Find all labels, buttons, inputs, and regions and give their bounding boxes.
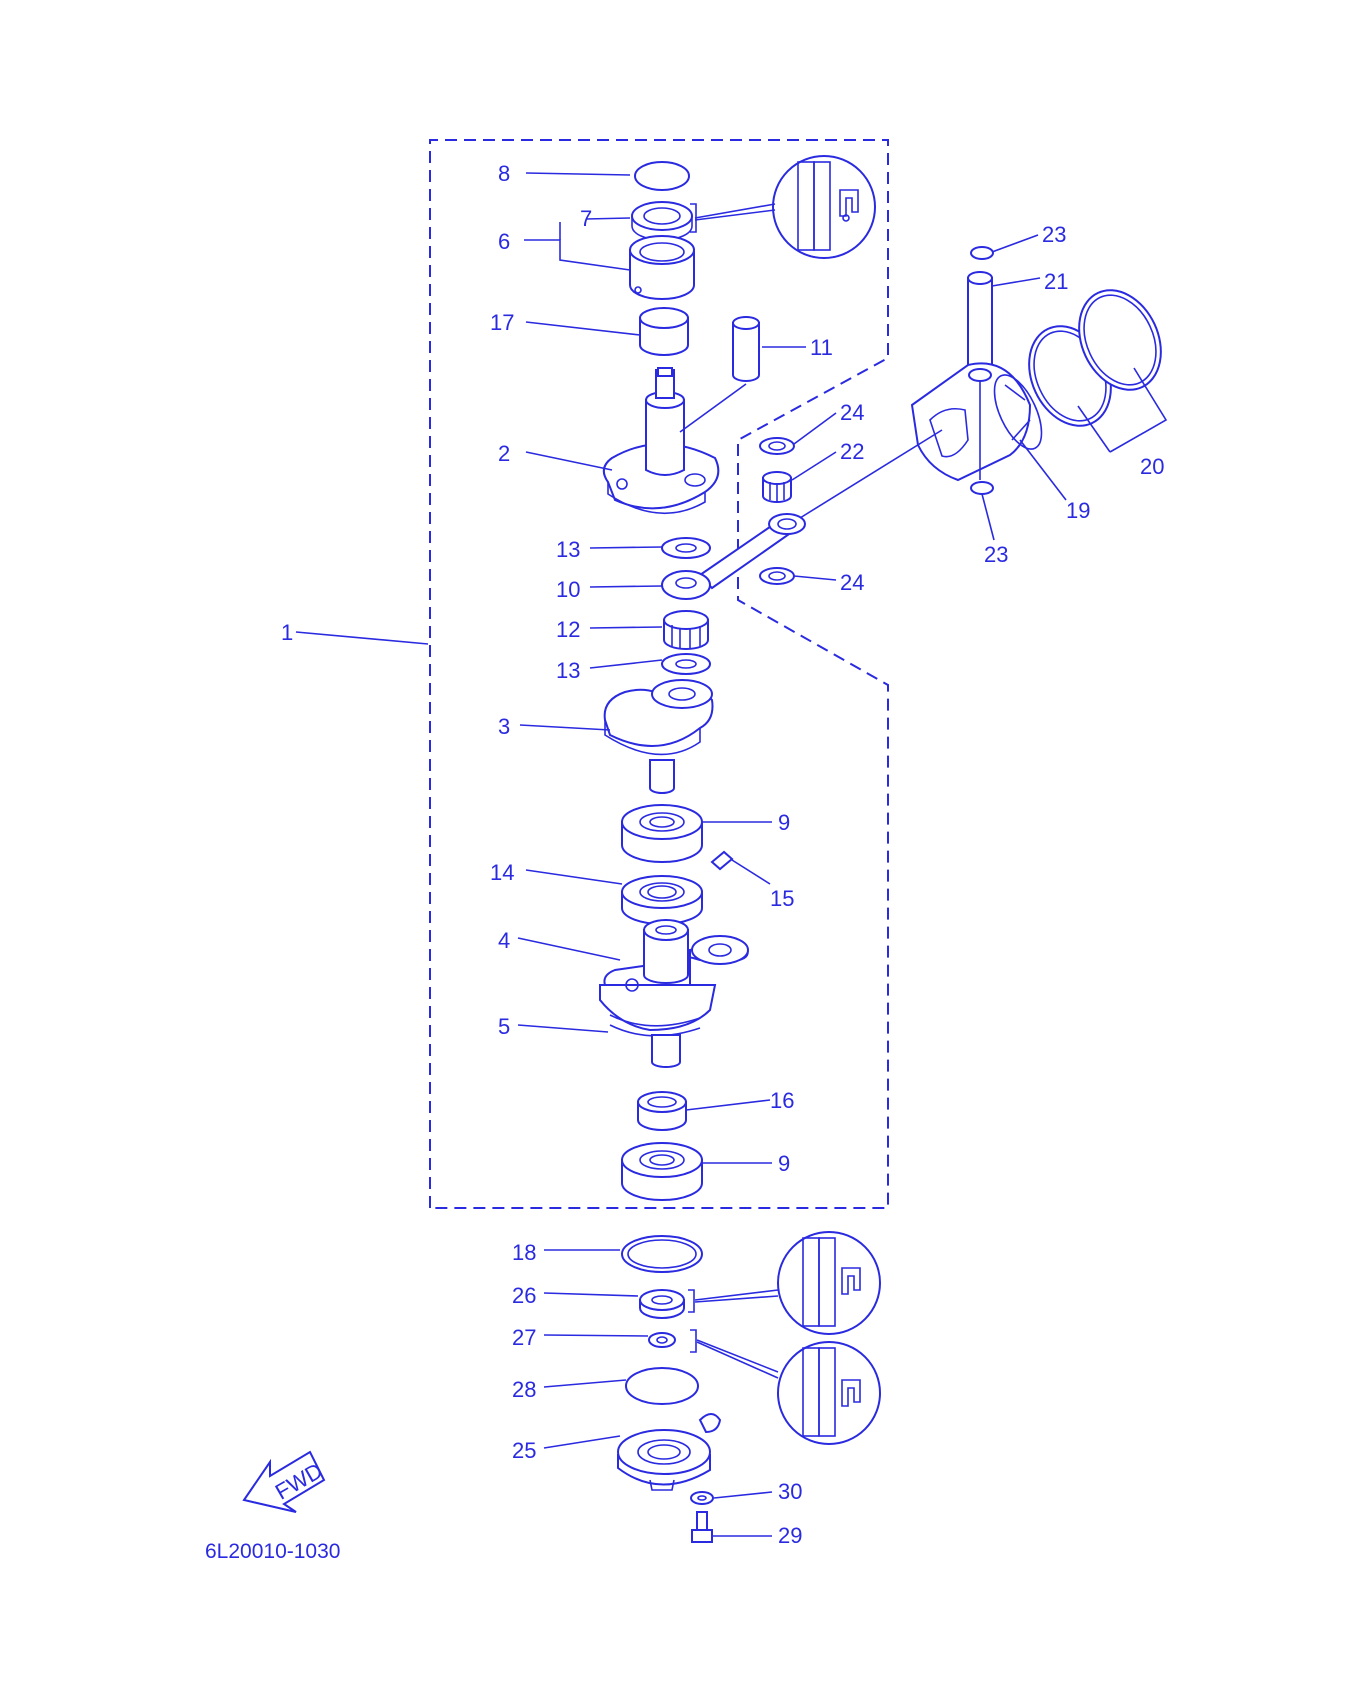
diagram-part-code: 6L20010-1030: [205, 1540, 340, 1563]
callout-9-upper: 9: [778, 810, 790, 835]
callout-11: 11: [810, 335, 833, 360]
callout-19: 19: [1066, 498, 1090, 523]
part-9-ball-bearing-upper: [621, 804, 703, 863]
callout-6: 6: [498, 229, 510, 254]
callout-28: 28: [512, 1377, 536, 1402]
callout-13-upper: 13: [556, 537, 580, 562]
callout-18: 18: [512, 1240, 536, 1265]
part-13-thrust-washer-upper: [661, 537, 711, 559]
part-13-thrust-washer-lower: [661, 653, 711, 675]
part-22-needle-bearing: [762, 471, 792, 503]
callout-23-lower: 23: [984, 542, 1008, 567]
part-16-bushing: [637, 1091, 687, 1131]
callout-23-upper: 23: [1042, 222, 1066, 247]
part-14-seal-housing: [621, 875, 703, 925]
callout-labels: 1 8 7 6 17 11 2 13 10 12 13 3 9 14 15 4 …: [281, 161, 1164, 1548]
seal-detail-callout-lower-2: [690, 1329, 881, 1445]
part-24-washer-lower: [759, 567, 795, 585]
part-18-o-ring: [621, 1235, 703, 1273]
part-30-washer: [690, 1491, 714, 1505]
callout-3: 3: [498, 714, 510, 739]
callout-25: 25: [512, 1438, 536, 1463]
callout-14: 14: [490, 860, 514, 885]
callout-15: 15: [770, 886, 794, 911]
part-20-piston-ring-outer: [1078, 289, 1162, 391]
part-9-ball-bearing-lower: [621, 1142, 703, 1201]
part-27-oil-seal: [648, 1332, 676, 1348]
leader-lines: [295, 172, 1168, 1537]
callout-8: 8: [498, 161, 510, 186]
callout-26: 26: [512, 1283, 536, 1308]
callout-2: 2: [498, 441, 510, 466]
crankshaft-assembly-boundary: [429, 139, 889, 1209]
callout-22: 22: [840, 439, 864, 464]
part-23-clip-lower: [970, 481, 994, 495]
part-26-oil-seal: [639, 1289, 685, 1319]
callout-30: 30: [778, 1479, 802, 1504]
part-28-o-ring: [625, 1367, 699, 1405]
fwd-arrow-icon: FWD: [242, 1450, 327, 1513]
callout-21: 21: [1044, 269, 1068, 294]
callout-5: 5: [498, 1014, 510, 1039]
part-3-middle-crankshaft: [603, 679, 714, 794]
callout-29: 29: [778, 1523, 802, 1548]
part-8-o-ring: [634, 161, 690, 191]
callout-24-lower: 24: [840, 570, 864, 595]
callout-9-lower: 9: [778, 1151, 790, 1176]
part-15-dowel-pin: [710, 850, 734, 871]
part-2-upper-crankshaft: [602, 367, 720, 515]
part-29-bolt: [691, 1511, 713, 1543]
callout-1: 1: [281, 620, 293, 645]
part-10-connecting-rod: [661, 513, 806, 600]
seal-detail-callout-upper: [690, 155, 876, 259]
callout-16: 16: [770, 1088, 794, 1113]
callout-7: 7: [580, 206, 592, 231]
callout-20: 20: [1140, 454, 1164, 479]
callout-10: 10: [556, 577, 580, 602]
callout-13-lower: 13: [556, 658, 580, 683]
callout-4: 4: [498, 928, 510, 953]
part-11-pin: [732, 316, 760, 382]
callout-24-upper: 24: [840, 400, 864, 425]
part-19-piston: [910, 362, 1043, 482]
callout-17: 17: [490, 310, 514, 335]
part-17-bushing: [639, 307, 689, 356]
part-6-housing: [629, 235, 695, 300]
part-12-needle-bearing: [663, 610, 709, 650]
part-23-clip-upper: [970, 246, 994, 260]
seal-detail-callout-lower-1: [688, 1231, 881, 1335]
callout-12: 12: [556, 617, 580, 642]
callout-27: 27: [512, 1325, 536, 1350]
part-24-washer-upper: [759, 437, 795, 455]
part-25-lower-housing: [617, 1413, 722, 1491]
part-7-oil-seal: [631, 201, 693, 241]
rod-to-piston-guide-line: [799, 429, 943, 519]
part-4-part-5-lower-crankshaft: [599, 919, 749, 1068]
